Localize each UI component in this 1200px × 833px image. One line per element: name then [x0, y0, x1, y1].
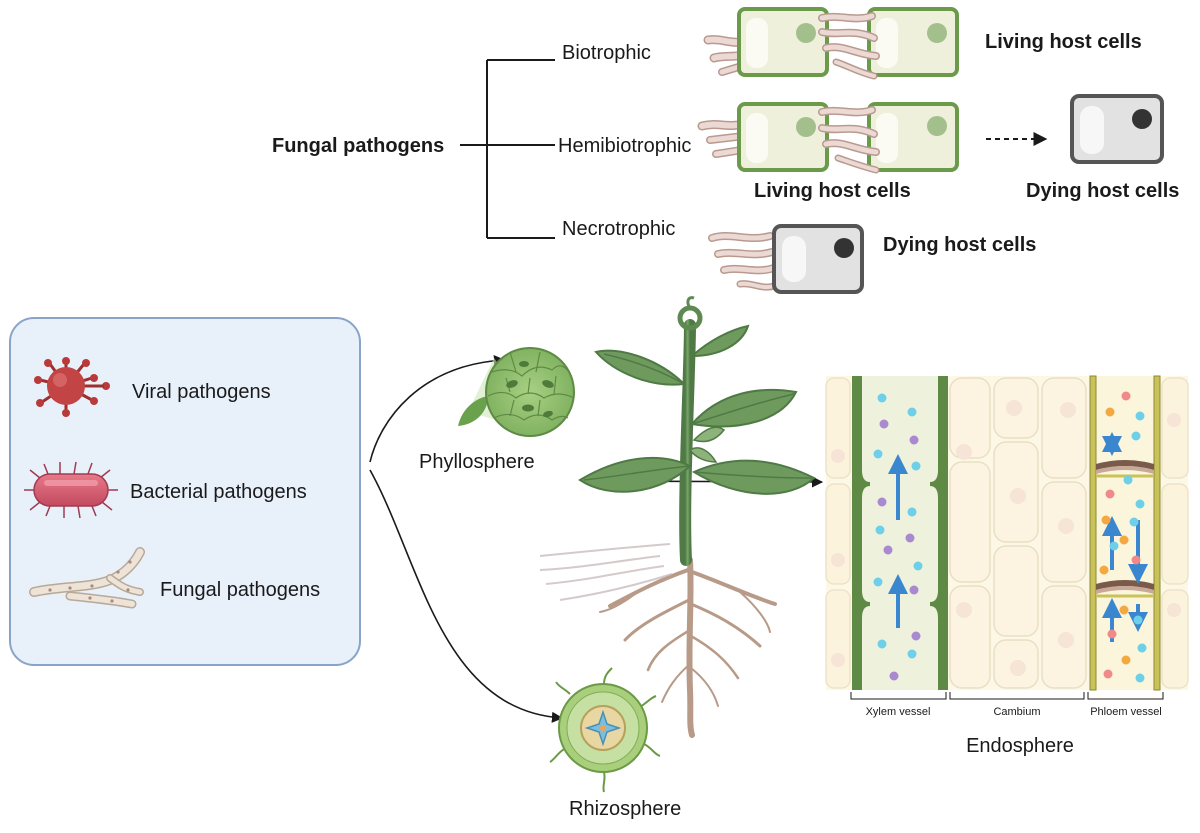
phyllosphere-zoom: Phyllosphere [419, 347, 575, 473]
phloem-label: Phloem vessel [1090, 706, 1162, 718]
living-host-cells-label: Living host cells [985, 31, 1142, 53]
tissue-brackets [850, 692, 1164, 700]
cell-vacuole [876, 113, 898, 163]
cell-nucleus [927, 23, 947, 43]
biotrophic-label: Biotrophic [562, 42, 651, 64]
cell-nucleus [796, 117, 816, 137]
xylem-label: Xylem vessel [866, 706, 931, 718]
epidermal-cells [487, 351, 575, 421]
cell-nucleus [1132, 109, 1152, 129]
living-host-cells-label: Living host cells [754, 180, 911, 202]
cell-vacuole [782, 236, 806, 282]
dying-host-cells-label: Dying host cells [1026, 180, 1179, 202]
dying-host-cells-label: Dying host cells [883, 234, 1036, 256]
background-roots [539, 543, 673, 601]
plant-icon [539, 296, 816, 738]
leaf-icon [458, 396, 488, 426]
xylem-vessel [852, 376, 948, 690]
bacterium-icon [24, 461, 118, 519]
fungal-pathogens-heading: Fungal pathogens [272, 135, 444, 157]
cell-nucleus [927, 116, 947, 136]
fungal-hypha-icon [818, 106, 880, 174]
cell-nucleus [796, 23, 816, 43]
plant-roots [599, 557, 777, 738]
necrotrophic-label: Necrotrophic [562, 218, 675, 240]
cell-nucleus [834, 238, 854, 258]
bacterial-pathogens-label: Bacterial pathogens [130, 481, 307, 503]
endosphere-label: Endosphere [966, 735, 1074, 757]
fungal-hypha-icon [818, 12, 880, 80]
cambium-label: Cambium [993, 706, 1040, 718]
parenchyma-cells [825, 377, 1189, 689]
viral-pathogens-label: Viral pathogens [132, 381, 271, 403]
cell-vacuole [1080, 106, 1104, 154]
cambium-nuclei [831, 400, 1181, 676]
virus-icon [34, 357, 110, 417]
endosphere-panel: Xylem vessel Cambium Phloem vessel Endos… [825, 375, 1189, 757]
cell-vacuole [876, 18, 898, 68]
phyllosphere-label: Phyllosphere [419, 451, 535, 473]
hemibiotrophic-label: Hemibiotrophic [558, 135, 691, 157]
rhizosphere-zoom: Rhizosphere [549, 667, 681, 820]
biotrophic-row: Living host cells [703, 7, 1142, 80]
plant-stem [679, 319, 696, 566]
legend-box [9, 317, 361, 666]
xylem-particles [873, 393, 923, 681]
cell-vacuole [746, 113, 768, 163]
plant-leaves [578, 324, 816, 495]
cell-vacuole [746, 18, 768, 68]
phloem-vessel [1089, 375, 1161, 691]
rhizosphere-label: Rhizosphere [569, 798, 681, 820]
pathogen-legend: Viral pathogens Bacterial pathogens [9, 317, 361, 666]
arrow-to-rhizosphere [369, 469, 564, 723]
phloem-particles [1099, 391, 1147, 683]
necrotrophic-row: Dying host cells [708, 224, 1036, 294]
fungal-hypha-icon [708, 232, 778, 291]
stomata [506, 361, 554, 418]
bracket-lines [460, 59, 555, 239]
fungal-strategy-tree: Fungal pathogens Biotrophic Hemibiotroph… [272, 42, 691, 240]
fungal-pathogens-label: Fungal pathogens [160, 579, 320, 601]
arrow-to-phyllosphere [369, 355, 506, 463]
fungal-hypha-icon [29, 547, 145, 609]
hemibiotrophic-row: Living host cells Dying host cells [697, 94, 1179, 202]
